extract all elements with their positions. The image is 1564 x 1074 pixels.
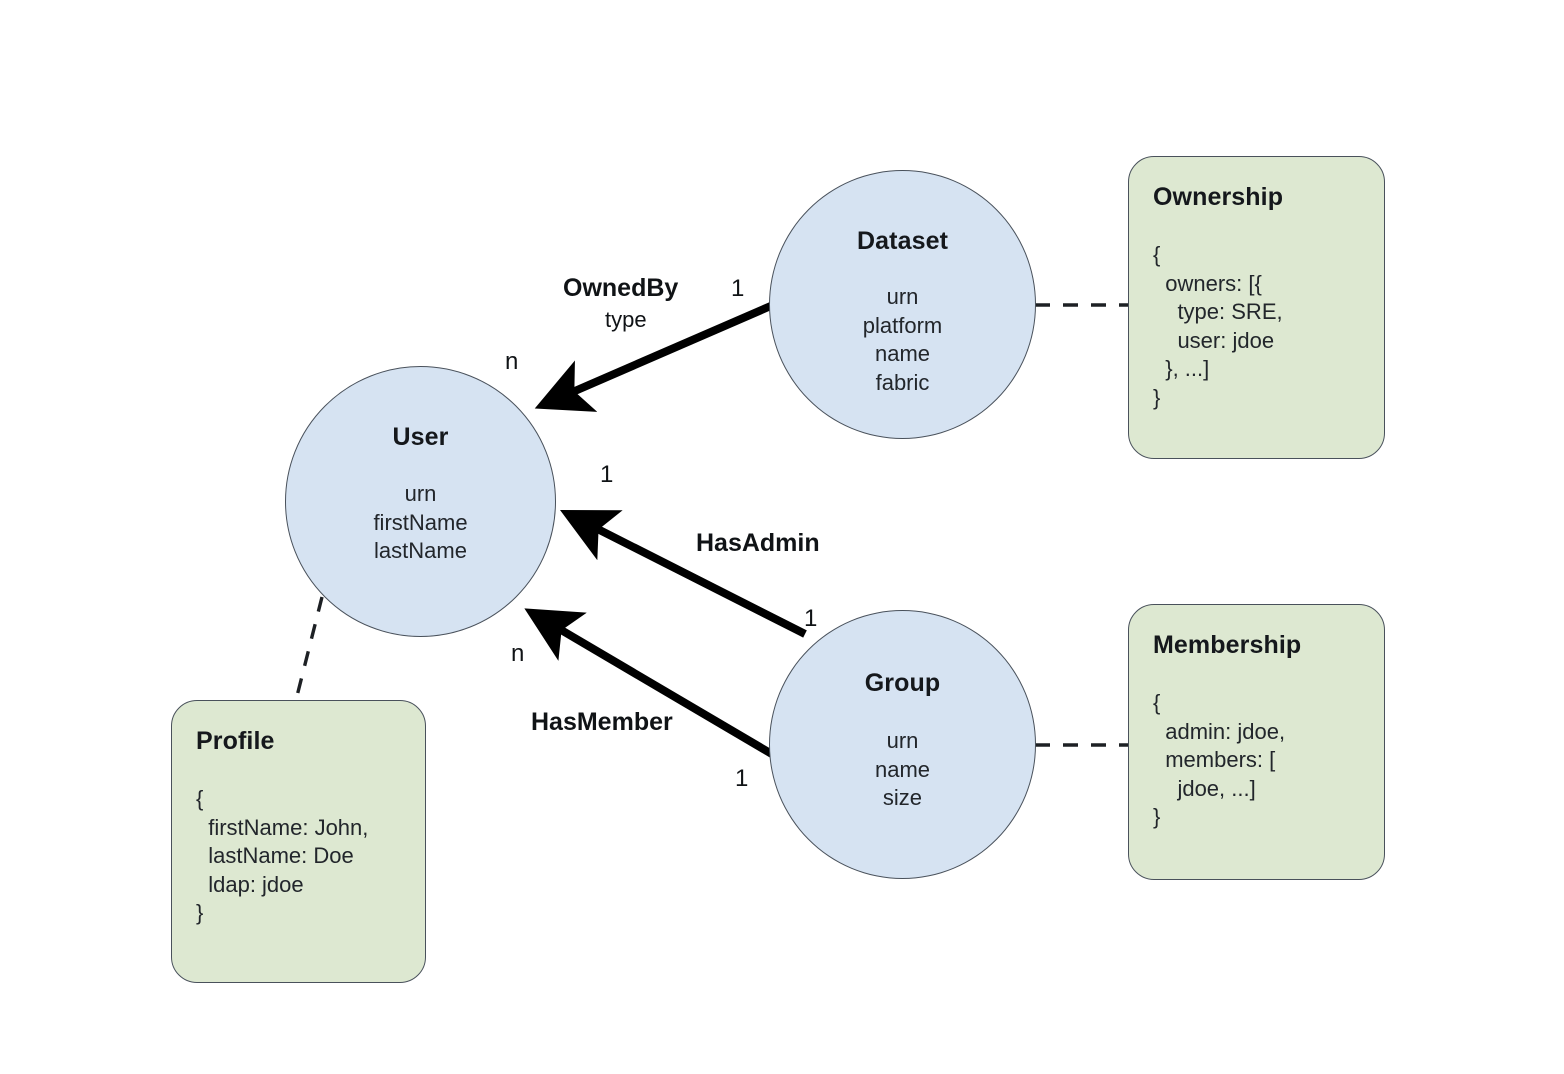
entity-dataset-attributes: urn platform name fabric bbox=[862, 284, 943, 395]
cardinality-ownedby-source: 1 bbox=[731, 275, 745, 302]
aspect-ownership[interactable]: Ownership { owners: [{ type: SRE, user: … bbox=[1128, 156, 1385, 459]
edge-label-hasadmin: HasAdmin bbox=[696, 529, 820, 557]
aspect-ownership-body: { owners: [{ type: SRE, user: jdoe }, ..… bbox=[1153, 242, 1283, 410]
edge-sublabel-ownedby-type: type bbox=[605, 307, 647, 332]
cardinality-hasmember-target: n bbox=[511, 640, 525, 667]
aspect-membership-title: Membership bbox=[1153, 631, 1302, 659]
edge-hasmember bbox=[524, 608, 785, 764]
entity-dataset-title: Dataset bbox=[856, 227, 949, 255]
aspect-profile[interactable]: Profile { firstName: John, lastName: Doe… bbox=[171, 700, 426, 983]
entity-group-title: Group bbox=[864, 669, 941, 697]
cardinality-hasmember-source: 1 bbox=[735, 765, 749, 792]
aspect-profile-title: Profile bbox=[196, 727, 275, 755]
entity-group-attributes: urn name size bbox=[874, 728, 931, 810]
entity-user-attributes: urn firstName lastName bbox=[373, 481, 468, 563]
aspect-ownership-title: Ownership bbox=[1153, 183, 1284, 211]
cardinality-ownedby-target: n bbox=[505, 348, 519, 375]
aspect-profile-body: { firstName: John, lastName: Doe ldap: j… bbox=[196, 786, 369, 925]
entity-user-title: User bbox=[392, 423, 449, 451]
link-user-profile bbox=[294, 596, 324, 701]
edge-hasadmin bbox=[560, 509, 807, 638]
entity-user[interactable]: User urn firstName lastName bbox=[285, 366, 556, 637]
edge-label-hasmember: HasMember bbox=[531, 708, 673, 736]
aspect-membership-body: { admin: jdoe, members: [ jdoe, ...] } bbox=[1153, 690, 1286, 829]
cardinality-hasadmin-target: 1 bbox=[600, 461, 614, 488]
cardinality-hasadmin-source: 1 bbox=[804, 605, 818, 632]
entity-dataset[interactable]: Dataset urn platform name fabric bbox=[769, 170, 1036, 439]
edge-ownedby bbox=[534, 301, 775, 412]
edge-label-ownedby: OwnedBy bbox=[563, 274, 679, 302]
entity-group[interactable]: Group urn name size bbox=[769, 610, 1036, 879]
aspect-membership[interactable]: Membership { admin: jdoe, members: [ jdo… bbox=[1128, 604, 1385, 880]
